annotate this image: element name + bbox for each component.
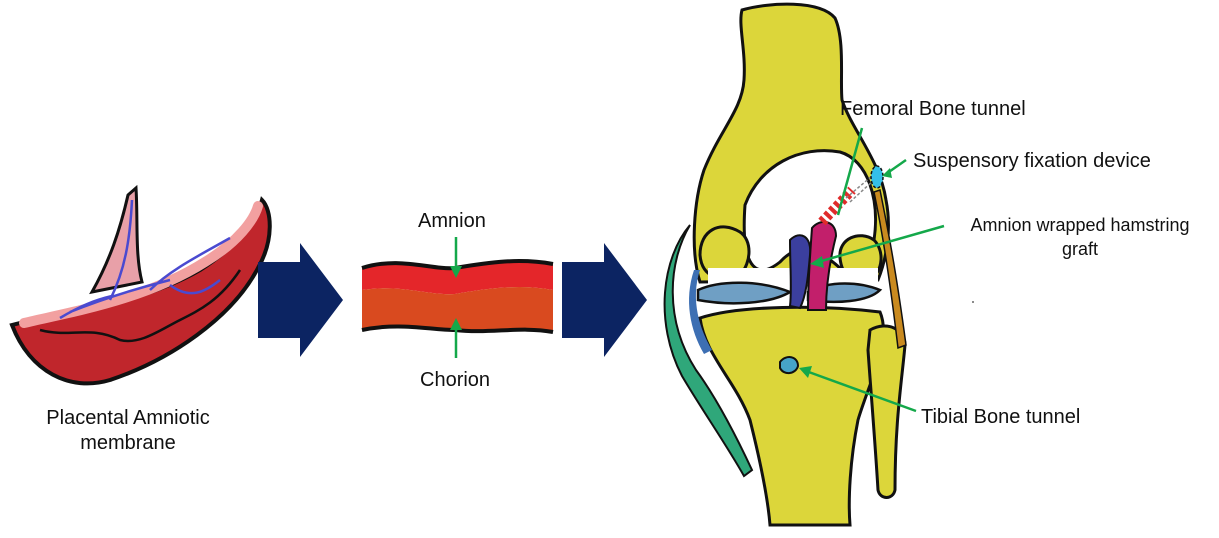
suspensory-fixation-device [871, 166, 883, 188]
placenta-label-line1: Placental Amniotic [18, 407, 238, 430]
tibial-tunnel-label: Tibial Bone tunnel [921, 406, 1080, 429]
chorion-label: Chorion [420, 369, 490, 392]
femoral-tunnel-label: Femoral Bone tunnel [840, 98, 1026, 121]
graft-label-line2: graft [955, 239, 1205, 260]
tibial-bone-tunnel [780, 357, 798, 373]
graft-label: Amnion wrapped hamstring graft [955, 215, 1205, 260]
umbilical-cord [92, 188, 142, 292]
stray-dot [972, 301, 974, 303]
placenta-label-line2: membrane [18, 432, 238, 455]
placenta-label: Placental Amniotic membrane [18, 407, 238, 455]
tibia [700, 307, 883, 525]
graft-label-line1: Amnion wrapped hamstring [955, 215, 1205, 236]
membrane-strip [362, 237, 553, 358]
amnion-label: Amnion [418, 210, 486, 233]
right-arrow-icon [258, 243, 343, 357]
fixation-device-label: Suspensory fixation device [913, 150, 1151, 173]
placenta-illustration [12, 188, 270, 383]
fibula [868, 326, 905, 498]
right-arrow-icon [562, 243, 647, 357]
